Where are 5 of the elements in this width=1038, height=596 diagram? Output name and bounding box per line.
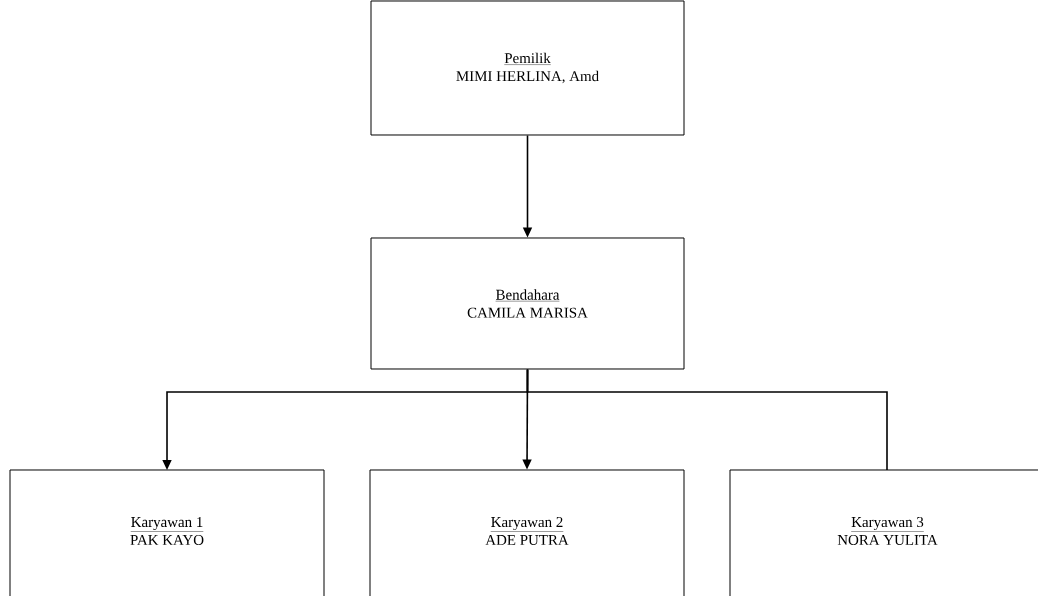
org-box: Karyawan 2 ADE PUTRA (369, 469, 685, 596)
org-box: Bendahara CAMILA MARISA (370, 237, 685, 370)
org-box: Karyawan 3 NORA YULITA (729, 469, 1038, 596)
org-box: Pemilik MIMI HERLINA, Amd (370, 0, 685, 136)
org-box: Karyawan 1 PAK KAYO (9, 469, 325, 596)
